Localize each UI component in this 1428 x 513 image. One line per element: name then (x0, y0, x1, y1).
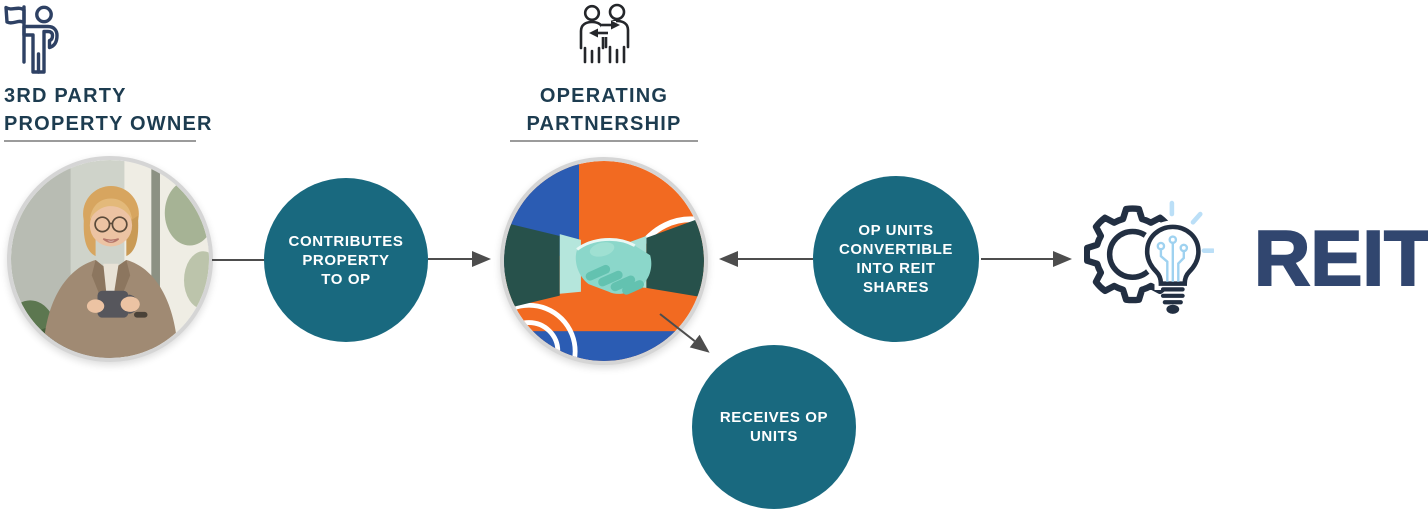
arrow-line (981, 258, 1053, 260)
contributes-line2: PROPERTY (302, 251, 390, 269)
property-owner-title-line2: PROPERTY OWNER (4, 113, 213, 135)
reit-label: REIT (1253, 213, 1428, 303)
convertible-line3: INTO REIT (856, 260, 936, 277)
convertible-line1: OP UNITS (858, 222, 934, 239)
arrow-convertible-to-op (719, 251, 813, 267)
arrowhead-right-icon (472, 251, 491, 267)
property-owner-underline (4, 140, 196, 142)
operating-partnership-title: OPERATING PARTNERSHIP (504, 82, 704, 138)
contributes-line3: TO OP (321, 270, 371, 288)
arrow-convertible-to-reit (981, 251, 1072, 267)
convertible-line2: CONVERTIBLE (838, 241, 954, 258)
receives-line2: UNITS (750, 428, 798, 445)
property-owner-photo (7, 156, 213, 362)
gear-lightbulb-icon (1084, 200, 1214, 314)
connector-owner-to-contributes (212, 259, 266, 261)
operating-partnership-title-line2: PARTNERSHIP (526, 113, 682, 135)
operating-partnership-underline (510, 140, 698, 142)
arrow-line (428, 258, 472, 260)
property-owner-title-line1: 3RD PARTY (4, 85, 127, 107)
arrowhead-right-icon (1053, 251, 1072, 267)
arrowhead-left-icon (719, 251, 738, 267)
contributes-property-bubble: CONTRIBUTES PROPERTY TO OP (264, 178, 428, 342)
arrow-contributes-to-op (428, 251, 491, 267)
convertible-line4: SHARES (862, 279, 930, 296)
arrow-line (738, 258, 813, 260)
people-exchange-icon (579, 3, 630, 64)
receives-line1: RECEIVES OP (719, 409, 829, 426)
property-owner-title: 3RD PARTY PROPERTY OWNER (4, 82, 264, 138)
receives-op-units-bubble: RECEIVES OP UNITS (692, 345, 856, 509)
businesswoman-photo (11, 160, 209, 358)
contributes-line1: CONTRIBUTES (288, 232, 404, 250)
handshake-image (500, 157, 708, 365)
op-units-convertible-bubble: OP UNITS CONVERTIBLE INTO REIT SHARES (813, 176, 979, 342)
person-flag-icon (4, 5, 59, 74)
operating-partnership-title-line1: OPERATING (539, 85, 669, 107)
